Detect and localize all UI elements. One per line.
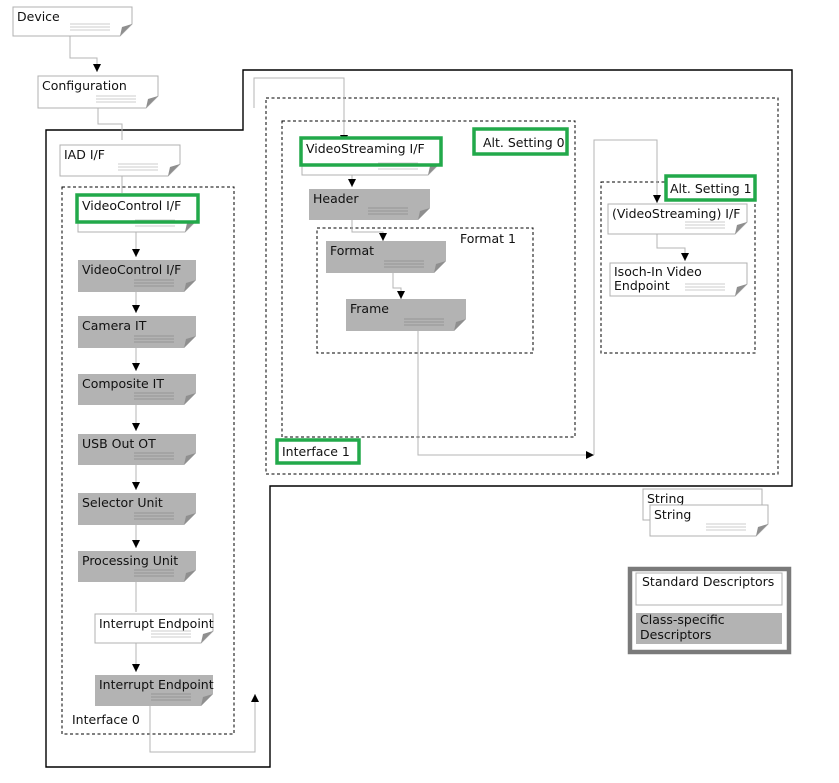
folded-corner: [184, 393, 196, 405]
descriptor-box-iad: IAD I/F: [59, 144, 181, 177]
box-label: Frame: [350, 301, 389, 316]
legend-class-label-line1: Class-specific: [640, 612, 725, 627]
legend-standard-label: Standard Descriptors: [642, 574, 774, 589]
descriptor-box-vc-class: VideoControl I/F: [78, 260, 196, 292]
descriptor-box-header: Header: [309, 189, 430, 220]
folded-corner: [434, 261, 446, 273]
box-label: Interrupt Endpoint: [99, 616, 214, 631]
connector-vsalt1-isoch: [656, 234, 689, 261]
alt-setting1-highlight: [664, 174, 757, 202]
alt-setting0-highlight: [472, 127, 569, 156]
folded-corner: [756, 524, 768, 536]
configuration-outline: [45, 69, 793, 768]
descriptor-box-configuration: Configuration: [37, 75, 159, 109]
box-label: IAD I/F: [64, 147, 105, 162]
descriptor-box-selector-unit: Selector Unit: [78, 493, 196, 525]
descriptor-box-format: Format: [326, 241, 446, 273]
folded-corner: [184, 453, 196, 465]
box-label: Device: [17, 9, 60, 24]
box-body: [346, 299, 466, 331]
alt-setting1-label: Alt. Setting 1: [670, 181, 752, 196]
box-label: VideoStreaming I/F: [306, 141, 425, 156]
connector-device-config: [69, 36, 101, 72]
box-label: USB Out OT: [82, 436, 156, 451]
format1-label: Format 1: [460, 231, 516, 246]
box-label: Configuration: [42, 78, 127, 93]
descriptor-box-int-ep-class: Interrupt Endpoint: [95, 675, 214, 706]
box-label: VideoControl I/F: [82, 198, 181, 213]
interface0-group: [61, 186, 235, 735]
box-label: Camera IT: [82, 318, 147, 333]
box-body: [78, 434, 196, 465]
box-label: Format: [330, 243, 374, 258]
folded-corner: [146, 96, 158, 108]
folded-corner: [201, 631, 213, 643]
folded-corner: [418, 208, 430, 220]
connector-frame-alt1: [417, 331, 594, 459]
folded-corner: [168, 164, 180, 176]
legend-class-label-line2: Descriptors: [640, 627, 711, 642]
alt-setting0-label: Alt. Setting 0: [483, 135, 565, 150]
descriptor-box-vs-alt1: (VideoStreaming) I/F: [607, 203, 748, 235]
connector-config-iad: [97, 108, 123, 140]
descriptor-box-string-b: String: [649, 504, 769, 537]
interface1-group: [265, 97, 779, 475]
interface1-label: Interface 1: [282, 444, 350, 459]
folded-corner: [201, 694, 213, 706]
interface0-label: Interface 0: [72, 712, 140, 727]
descriptor-box-composite-it: Composite IT: [78, 374, 196, 405]
descriptor-box-vs-if: VideoStreaming I/F: [299, 136, 443, 176]
connectors: [69, 36, 689, 753]
connector-alt1-loop: [593, 139, 661, 455]
box-body: [78, 551, 196, 582]
interface1-highlight: [275, 438, 361, 465]
box-label: String: [654, 507, 691, 522]
box-label: Endpoint: [614, 278, 670, 293]
folded-corner: [735, 284, 747, 296]
connector-intclass-interface1: [149, 694, 259, 753]
box-body: [78, 260, 196, 292]
box-label: VideoControl I/F: [82, 262, 181, 277]
box-label: Header: [313, 191, 359, 206]
box-label: Processing Unit: [82, 553, 178, 568]
folded-corner: [735, 222, 747, 234]
box-body: [95, 675, 213, 706]
box-label: Selector Unit: [82, 495, 163, 510]
folded-corner: [184, 280, 196, 292]
alt-setting0-group: [281, 120, 576, 438]
legend-class-swatch: [636, 613, 782, 644]
descriptor-box-vc-std: VideoControl I/F: [75, 193, 200, 233]
folded-corner: [184, 570, 196, 582]
box-body: [326, 241, 446, 273]
descriptor-box-frame: Frame: [346, 299, 466, 331]
folded-corner: [454, 319, 466, 331]
highlight-frame: [75, 193, 200, 224]
descriptor-box-device: Device: [12, 6, 133, 37]
box-label: (VideoStreaming) I/F: [612, 206, 740, 221]
highlight-frame: [299, 136, 443, 167]
folded-corner: [184, 336, 196, 348]
descriptor-box-camera-it: Camera IT: [78, 316, 196, 348]
folded-corner: [184, 513, 196, 525]
box-body: [78, 316, 196, 348]
box-body: [78, 493, 196, 525]
connector-header-format: [351, 220, 387, 241]
box-label: Interrupt Endpoint: [99, 677, 214, 692]
descriptor-box-processing-unit: Processing Unit: [78, 551, 196, 582]
descriptor-box-usb-out-ot: USB Out OT: [78, 434, 196, 465]
descriptor-box-int-ep-std: Interrupt Endpoint: [94, 613, 214, 644]
box-body: [78, 374, 196, 405]
connector-format-frame: [392, 273, 405, 299]
folded-corner: [120, 24, 132, 36]
box-label: Isoch-In Video: [614, 264, 702, 279]
box-label: Composite IT: [82, 376, 164, 391]
legend-standard-swatch: [635, 572, 783, 606]
box-label: String: [647, 491, 684, 506]
connector-config-vsif: [253, 77, 348, 143]
box-body: [309, 189, 430, 220]
